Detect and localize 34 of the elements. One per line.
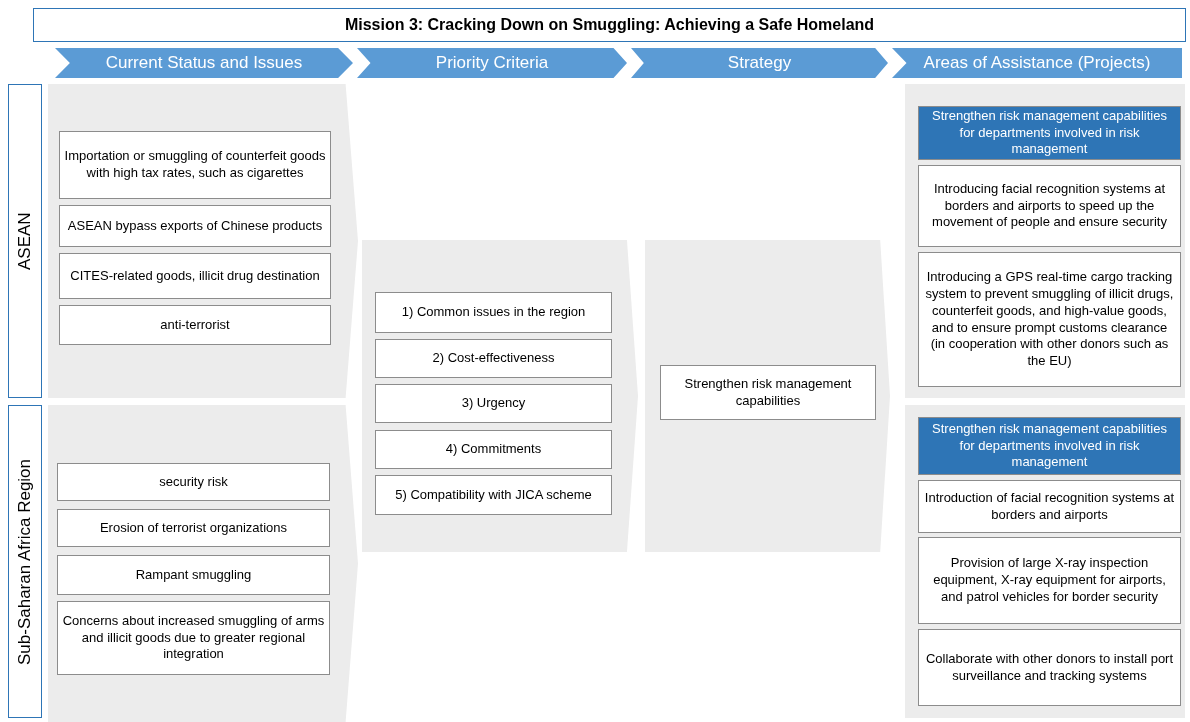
text-box: CITES-related goods, illicit drug destination <box>59 253 331 299</box>
text-box: security risk <box>57 463 330 501</box>
text-box: Concerns about increased smuggling of arms and illicit goods due to greater regional integration <box>57 601 330 675</box>
text-box: Importation or smuggling of counterfeit goods with high tax rates, such as cigarettes <box>59 131 331 199</box>
text-box: Introducing a GPS real-time cargo tracking system to prevent smuggling of illicit drugs, counterfeit goods, and high-value goods, and to ensure prompt customs clearance (in cooperation with other donors such as the EU) <box>918 252 1181 387</box>
column-header: Priority Criteria <box>357 48 627 78</box>
text-box: 1) Common issues in the region <box>375 292 612 333</box>
panel-background <box>905 405 1185 718</box>
text-box: 2) Cost-effectiveness <box>375 339 612 378</box>
row-label: ASEAN <box>8 84 42 398</box>
column-header: Current Status and Issues <box>55 48 353 78</box>
chevron-panel <box>48 405 358 722</box>
text-box: Introducing facial recognition systems at borders and airports to speed up the movement of people and ensure security <box>918 165 1181 247</box>
text-box: Rampant smuggling <box>57 555 330 595</box>
text-box: 3) Urgency <box>375 384 612 423</box>
highlight-box: Strengthen risk management capabilities for departments involved in risk management <box>918 417 1181 475</box>
text-box: 4) Commitments <box>375 430 612 469</box>
text-box: Strengthen risk management capabilities <box>660 365 876 420</box>
text-box: Introduction of facial recognition systems at borders and airports <box>918 480 1181 533</box>
chevron-panel <box>362 240 638 552</box>
column-header: Strategy <box>631 48 888 78</box>
title: Mission 3: Cracking Down on Smuggling: Achieving a Safe Homeland <box>33 8 1186 42</box>
panel-background <box>905 84 1185 398</box>
text-box: Erosion of terrorist organizations <box>57 509 330 547</box>
chevron-panel <box>645 240 890 552</box>
column-header: Areas of Assistance (Projects) <box>892 48 1182 78</box>
text-box: Provision of large X-ray inspection equipment, X-ray equipment for airports, and patrol vehicles for border security <box>918 537 1181 624</box>
text-box: Collaborate with other donors to install port surveillance and tracking systems <box>918 629 1181 706</box>
text-box: 5) Compatibility with JICA scheme <box>375 475 612 515</box>
highlight-box: Strengthen risk management capabilities for departments involved in risk management <box>918 106 1181 160</box>
row-label: Sub-Saharan Africa Region <box>8 405 42 718</box>
text-box: anti-terrorist <box>59 305 331 345</box>
chevron-panel <box>48 84 358 398</box>
text-box: ASEAN bypass exports of Chinese products <box>59 205 331 247</box>
